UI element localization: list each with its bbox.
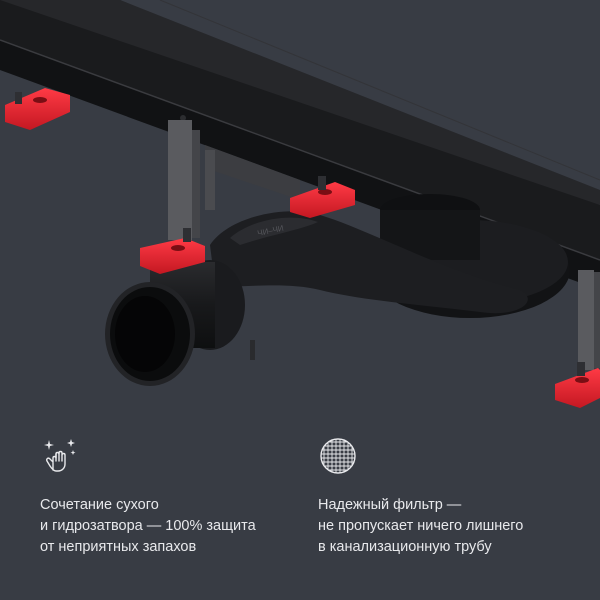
product-illustration: ЧИ–ЧИ: [0, 0, 600, 408]
red-foot-4: [555, 362, 600, 408]
feature-odor-protection: Сочетание сухого и гидрозатвора — 100% з…: [40, 436, 300, 558]
feature-filter: Надежный фильтр — не пропускает ничего л…: [318, 436, 578, 558]
support-frame: [168, 120, 600, 370]
red-foot-2: [140, 228, 205, 274]
red-foot-1: [5, 88, 70, 130]
red-mounting-feet: [5, 88, 600, 408]
hand-sparkles-icon: [44, 439, 76, 472]
feature-text: Сочетание сухого и гидрозатвора — 100% з…: [40, 497, 256, 555]
feature-text: Надежный фильтр — не пропускает ничего л…: [318, 497, 524, 555]
mesh-filter-icon: [320, 438, 356, 474]
siphon-body: ЧИ–ЧИ: [105, 194, 570, 386]
red-foot-3: [290, 176, 355, 218]
